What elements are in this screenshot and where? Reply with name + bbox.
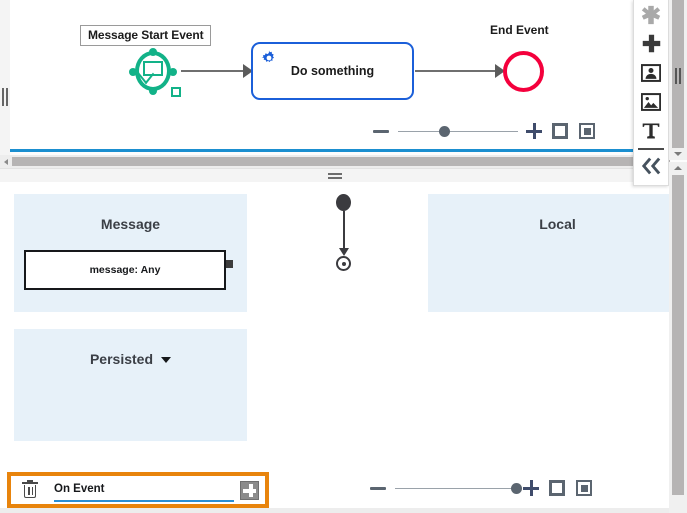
sequence-flow-1-arrowhead [243,64,253,78]
trash-icon[interactable] [22,479,38,499]
horizontal-scroll-thumb[interactable] [12,157,670,166]
scroll-left-arrow-icon[interactable] [0,155,12,168]
scroll-track[interactable] [672,175,684,495]
zoom-slider-knob[interactable] [511,482,523,494]
lane-title-message: Message [100,216,161,232]
lane-title-persisted-row: Persisted [14,351,247,367]
lane-title-local: Local [539,216,576,232]
splitter-grip-icon[interactable] [328,173,342,179]
message-box-resize-handle[interactable] [226,260,233,268]
text-icon[interactable] [633,116,669,145]
asterisk-icon[interactable] [633,0,669,29]
add-event-button[interactable] [240,480,259,500]
zoom-slider-track[interactable] [398,125,518,137]
layout-editor-canvas[interactable]: Message message: Any Local Persisted [0,182,670,513]
lane-title-persisted: Persisted [89,351,154,367]
plus-cross-icon[interactable] [633,29,669,58]
selection-handle-bottom[interactable] [149,87,157,95]
fit-to-screen-icon[interactable] [549,480,565,496]
bpmn-zoom-toolbar[interactable] [373,122,595,140]
message-start-event-node[interactable] [125,48,181,97]
zoom-slider-track[interactable] [395,482,523,494]
scroll-up-arrow-icon[interactable] [672,162,684,174]
lane-local[interactable]: Local [428,194,670,312]
image-icon[interactable] [633,87,669,116]
gear-icon [260,49,278,67]
selection-handle-top[interactable] [149,48,157,56]
zoom-slider-knob[interactable] [438,125,450,137]
shape-palette[interactable] [633,0,669,186]
state-transition-arrowhead [339,248,349,256]
end-event-node[interactable] [503,51,544,92]
portrait-frame-icon[interactable] [633,58,669,87]
bpmn-vertical-scrollbar-left[interactable] [0,0,10,155]
zoom-in-icon[interactable] [525,122,543,140]
fit-to-screen-icon[interactable] [552,123,568,139]
layout-zoom-toolbar[interactable] [370,479,592,497]
lane-persisted[interactable]: Persisted [14,329,247,441]
selection-handle-left[interactable] [129,68,137,76]
on-event-input[interactable]: On Event [54,478,234,502]
scrollbar-grip[interactable] [2,88,8,106]
envelope-icon [143,61,163,76]
message-start-event-label: Message Start Event [80,25,212,46]
outer-vertical-scrollbar-bottom[interactable] [669,162,687,513]
task-do-something[interactable]: Do something [251,42,414,100]
bpmn-horizontal-scrollbar[interactable] [0,155,670,168]
selection-handle-right[interactable] [169,68,177,76]
state-transition-line [343,211,345,253]
task-label: Do something [290,64,375,78]
zoom-out-icon[interactable] [373,129,389,133]
scroll-down-arrow-icon[interactable] [672,148,684,160]
window-bottom-strip [0,508,687,513]
message-type-box[interactable]: message: Any [24,250,226,290]
message-type-label: message: Any [89,264,161,276]
palette-divider [638,148,664,150]
state-initial-node[interactable] [336,194,351,211]
sequence-flow-2 [415,70,495,72]
bpmn-diagram-canvas[interactable]: Message Start Event Do something End Eve… [0,0,670,152]
scrollbar-grip[interactable] [675,68,681,84]
outer-vertical-scrollbar-top[interactable] [669,0,687,160]
zoom-in-icon[interactable] [522,479,540,497]
selection-resize-square[interactable] [171,87,181,97]
on-event-toolbar[interactable]: On Event [7,472,269,508]
sequence-flow-1 [181,70,243,72]
state-final-node[interactable] [336,256,351,271]
end-event-label: End Event [490,23,549,37]
actual-size-icon[interactable] [576,480,592,496]
scroll-track[interactable] [672,0,684,148]
zoom-out-icon[interactable] [370,486,386,490]
sequence-flow-2-arrowhead [495,64,505,78]
actual-size-icon[interactable] [579,123,595,139]
on-event-value: On Event [54,483,105,495]
collapse-left-icon[interactable] [633,151,669,180]
chevron-down-icon[interactable] [161,357,172,364]
